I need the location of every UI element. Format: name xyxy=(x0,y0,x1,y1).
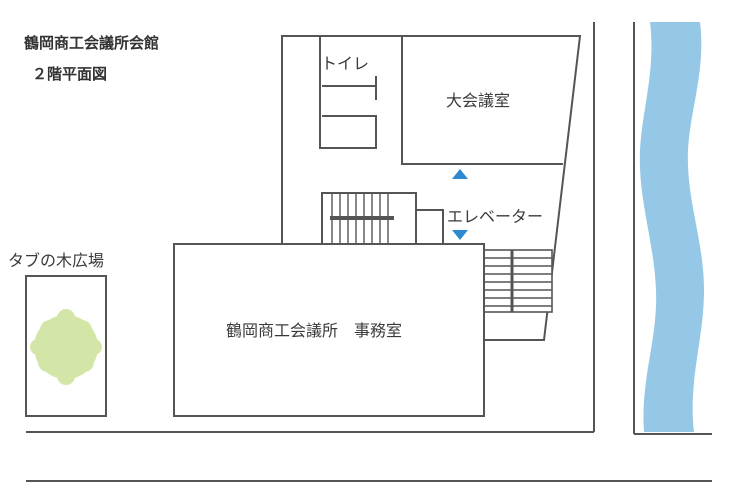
toilet-partition xyxy=(319,36,377,149)
map-subtitle: ２階平面図 xyxy=(32,65,108,83)
office-label: 鶴岡商工会議所 事務室 xyxy=(226,321,402,340)
elevator-up-icon xyxy=(452,169,468,179)
stairs-right xyxy=(483,249,553,313)
toilet-label: トイレ xyxy=(321,54,369,73)
main-hall-label: 大会議室 xyxy=(446,91,510,110)
elevator-down-icon xyxy=(452,230,468,240)
elevator-shaft xyxy=(416,209,444,244)
elevator-label: エレベーター xyxy=(447,207,543,226)
tree-canopy-icon xyxy=(30,309,102,385)
stairs-upper xyxy=(321,192,417,245)
river xyxy=(639,22,704,432)
main-hall-room xyxy=(401,36,563,165)
map-title: 鶴岡商工会議所会館 xyxy=(24,34,160,52)
park-label: タブの木広場 xyxy=(8,251,104,270)
office-room xyxy=(173,243,485,417)
